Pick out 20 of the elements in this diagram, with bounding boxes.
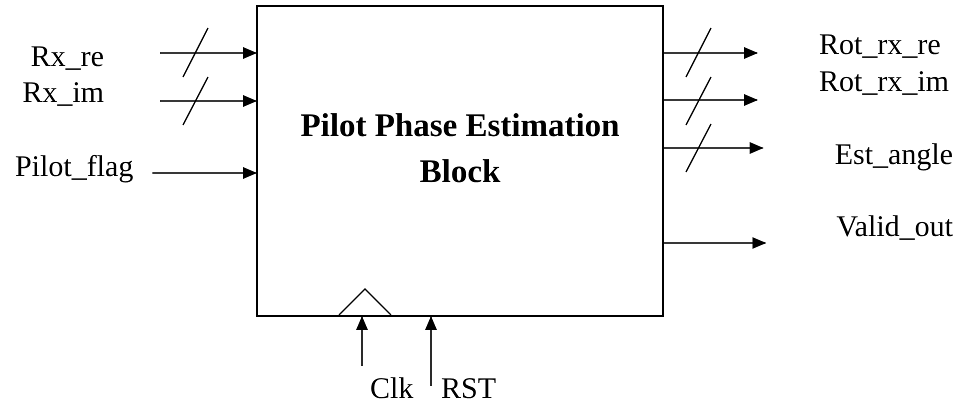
signal-label: Rot_rx_im xyxy=(819,65,953,99)
arrow xyxy=(356,316,368,366)
signal-label: Rx_re xyxy=(12,40,104,74)
arrow xyxy=(664,47,758,59)
arrow xyxy=(664,142,764,154)
block-box xyxy=(256,5,664,317)
signal-label: RST xyxy=(441,372,496,406)
block-title: Pilot Phase Estimation Block xyxy=(300,107,620,192)
arrow xyxy=(425,316,437,386)
arrow xyxy=(664,94,758,106)
signal-label: Est_angle xyxy=(834,138,953,172)
signal-label: Valid_out xyxy=(836,210,953,244)
signal-label: Clk xyxy=(370,372,414,406)
arrow xyxy=(664,237,766,249)
arrow xyxy=(152,167,257,179)
arrow xyxy=(160,95,257,107)
arrow xyxy=(160,47,257,59)
signal-label: Pilot_flag xyxy=(15,150,134,184)
signal-label: Rot_rx_re xyxy=(819,28,953,62)
signal-label: Rx_im xyxy=(12,76,104,110)
